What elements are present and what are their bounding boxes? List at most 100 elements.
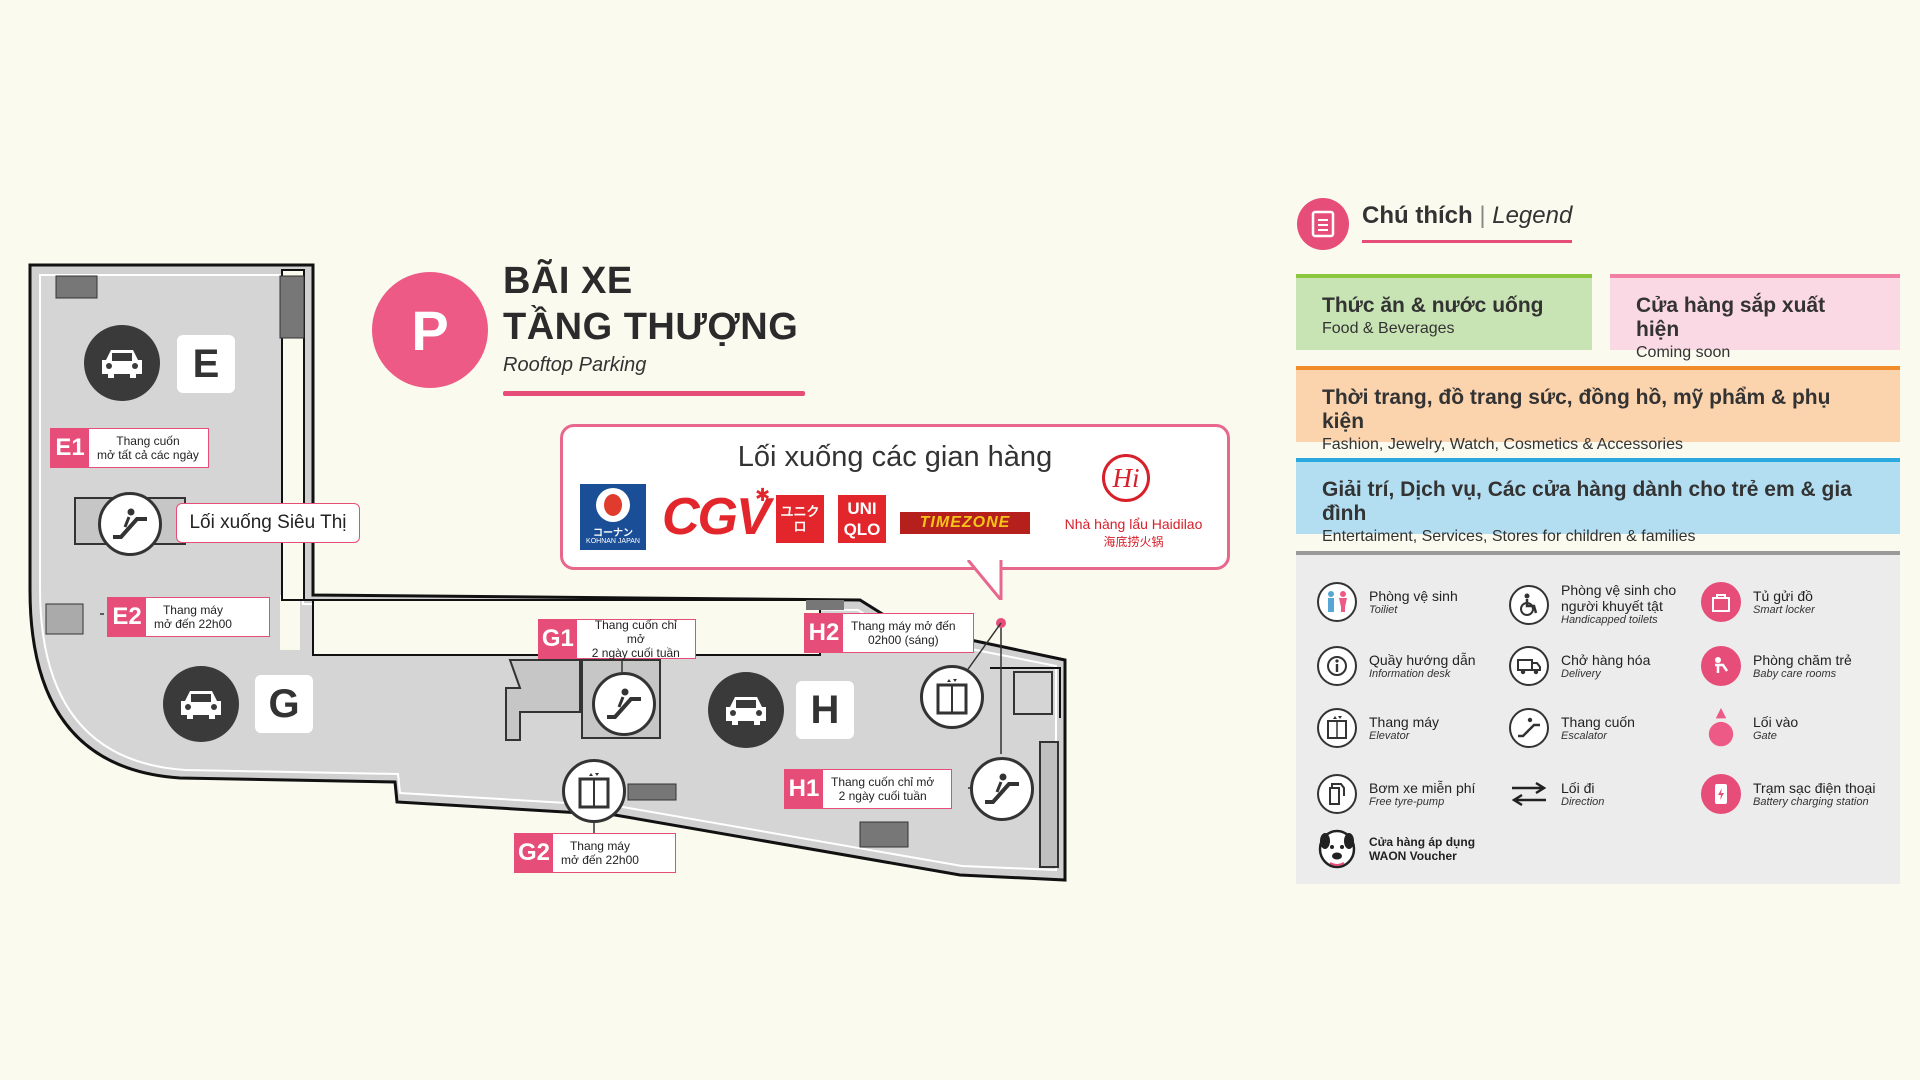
- legend-title-vi: Chú thích: [1362, 202, 1473, 229]
- marker-g1-text: Thang cuốn chỉ mở 2 ngày cuối tuần: [591, 618, 680, 660]
- marker-g1-code: G1: [539, 620, 577, 658]
- legend-item-locker-en: Smart locker: [1753, 603, 1815, 616]
- legend-item-info-en: Information desk: [1369, 667, 1451, 680]
- legend-category-food-en: Food & Beverages: [1322, 320, 1455, 337]
- legend-item-elevator-vi: Thang máy: [1369, 713, 1440, 730]
- marker-e2[interactable]: E2 Thang máy mở đến 22h00: [107, 597, 270, 637]
- legend-item-elevator-en: Elevator: [1369, 729, 1410, 742]
- marker-h1-text: Thang cuốn chỉ mở 2 ngày cuối tuần: [831, 775, 935, 803]
- locker-icon: [1701, 582, 1741, 622]
- uniqlo-logo[interactable]: UNI QLO: [838, 495, 886, 543]
- legend-item-toilet-vi: Phòng vệ sinh: [1369, 587, 1458, 604]
- haidilao-name: Nhà hàng lẩu Haidilao: [1064, 516, 1203, 532]
- marker-h1-code: H1: [785, 770, 823, 808]
- legend-item-pump-vi: Bơm xe miễn phí: [1369, 779, 1476, 796]
- page-title: BÃI XE TẦNG THƯỢNG: [503, 258, 798, 350]
- escalator-icon: [1509, 708, 1549, 748]
- zone-g-label: G: [255, 675, 313, 733]
- marker-g1[interactable]: G1 Thang cuốn chỉ mở 2 ngày cuối tuần: [538, 618, 696, 660]
- marker-h2-code: H2: [805, 614, 843, 652]
- haidilao-logo[interactable]: Hi: [1102, 454, 1150, 502]
- legend-category-coming-soon: Cửa hàng sắp xuất hiện Coming soon: [1610, 274, 1900, 361]
- legend-item-escalator-en: Escalator: [1561, 729, 1607, 742]
- page-title-line1: BÃI XE: [503, 260, 633, 302]
- escalator-icon[interactable]: [970, 757, 1034, 821]
- legend-item-escalator-vi: Thang cuốn: [1561, 713, 1635, 730]
- escalator-icon[interactable]: [98, 492, 162, 556]
- legend-item-direction-vi: Lối đi: [1561, 779, 1595, 796]
- marker-g2-text: Thang máy mở đến 22h00: [561, 839, 639, 867]
- legend-item-baby-care-en: Baby care rooms: [1753, 667, 1837, 680]
- legend-title-separator: |: [1479, 202, 1486, 229]
- title-underline: [503, 391, 805, 396]
- kohnan-logo-subtext: KOHNAN JAPAN: [586, 538, 640, 545]
- legend-item-charging-vi: Trạm sạc điện thoại: [1753, 779, 1876, 796]
- document-icon: [1297, 198, 1349, 250]
- timezone-logo[interactable]: TIMEZONE: [900, 512, 1030, 534]
- uniqlo-jp-logo[interactable]: ユニクロ: [776, 495, 824, 543]
- legend-category-food-vi: Thức ăn & nước uống: [1322, 294, 1544, 317]
- marker-e2-code: E2: [108, 598, 146, 636]
- marker-e1[interactable]: E1 Thang cuốn mở tất cả các ngày: [50, 428, 209, 468]
- legend-item-handicapped-toilet-vi: Phòng vệ sinh cho người khuyết tật: [1561, 582, 1677, 614]
- legend-item-toilet-en: Toiliet: [1369, 603, 1398, 616]
- legend-item-waon-vi: Cửa hàng áp dụng: [1369, 835, 1476, 849]
- legend-item-handicapped-toilet-en: Handicapped toilets: [1561, 614, 1658, 626]
- truck-icon: [1509, 646, 1549, 686]
- kohnan-logo-text: コーナン: [593, 528, 633, 539]
- marker-h2[interactable]: H2 Thang máy mở đến 02h00 (sáng): [804, 613, 974, 653]
- legend-category-food: Thức ăn & nước uống Food & Beverages: [1296, 274, 1592, 350]
- legend-category-fashion-en: Fashion, Jewelry, Watch, Cosmetics & Acc…: [1322, 436, 1683, 453]
- legend-category-coming-soon-en: Coming soon: [1636, 344, 1731, 361]
- car-icon: [163, 666, 239, 742]
- supermarket-exit-callout[interactable]: Lối xuống Siêu Thị: [176, 503, 360, 543]
- charging-icon: [1701, 774, 1741, 814]
- parking-badge: P: [372, 272, 488, 388]
- wheelchair-icon: [1509, 584, 1549, 625]
- legend-item-gate-vi: Lối vào: [1753, 713, 1799, 730]
- legend-title: Chú thích | Legend: [1362, 202, 1572, 230]
- uniqlo-logo-line1: UNI: [847, 499, 877, 518]
- car-icon: [84, 325, 160, 401]
- legend-item-charging-en: Battery charging station: [1753, 795, 1869, 808]
- stores-exit-callout[interactable]: Lối xuống các gian hàng コーナン KOHNAN JAPA…: [560, 424, 1230, 570]
- legend-category-coming-soon-vi: Cửa hàng sắp xuất hiện: [1636, 294, 1826, 341]
- info-icon: [1317, 646, 1357, 686]
- stores-callout-pointer: [966, 560, 1003, 600]
- cgv-logo[interactable]: CGV: [662, 488, 771, 546]
- stores-exit-title: Lối xuống các gian hàng: [737, 441, 1053, 473]
- legend-item-gate-en: Gate: [1753, 729, 1777, 742]
- legend-underline: [1362, 240, 1572, 243]
- toilet-icon: [1317, 582, 1357, 622]
- kohnan-logo[interactable]: コーナン KOHNAN JAPAN: [580, 484, 646, 550]
- legend-item-info-vi: Quầy hướng dẫn: [1369, 651, 1476, 668]
- car-icon: [708, 672, 784, 748]
- uniqlo-logo-line2: QLO: [843, 520, 881, 539]
- legend-item-delivery-vi: Chở hàng hóa: [1561, 651, 1651, 668]
- zone-e-label: E: [177, 335, 235, 393]
- haidilao-name-cn: 海底捞火锅: [1103, 535, 1164, 549]
- marker-g2[interactable]: G2 Thang máy mở đến 22h00: [514, 833, 676, 873]
- legend-item-baby-care-vi: Phòng chăm trẻ: [1753, 651, 1852, 668]
- legend-category-entertainment-en: Entertaiment, Services, Stores for child…: [1322, 528, 1696, 545]
- escalator-icon[interactable]: [592, 672, 656, 736]
- marker-h2-text: Thang máy mở đến 02h00 (sáng): [851, 619, 956, 647]
- marker-h1[interactable]: H1 Thang cuốn chỉ mở 2 ngày cuối tuần: [784, 769, 952, 809]
- star-icon: ✱: [755, 485, 771, 505]
- elevator-icon: [1317, 708, 1357, 748]
- marker-g2-code: G2: [515, 834, 553, 872]
- legend-item-direction-en: Direction: [1561, 795, 1605, 808]
- direction-icon: [1509, 774, 1549, 814]
- zone-h-label: H: [796, 681, 854, 739]
- elevator-icon[interactable]: [920, 665, 984, 729]
- marker-e1-text: Thang cuốn mở tất cả các ngày: [97, 434, 199, 462]
- elevator-icon[interactable]: [562, 759, 626, 823]
- legend-category-fashion-vi: Thời trang, đồ trang sức, đồng hồ, mỹ ph…: [1322, 386, 1831, 433]
